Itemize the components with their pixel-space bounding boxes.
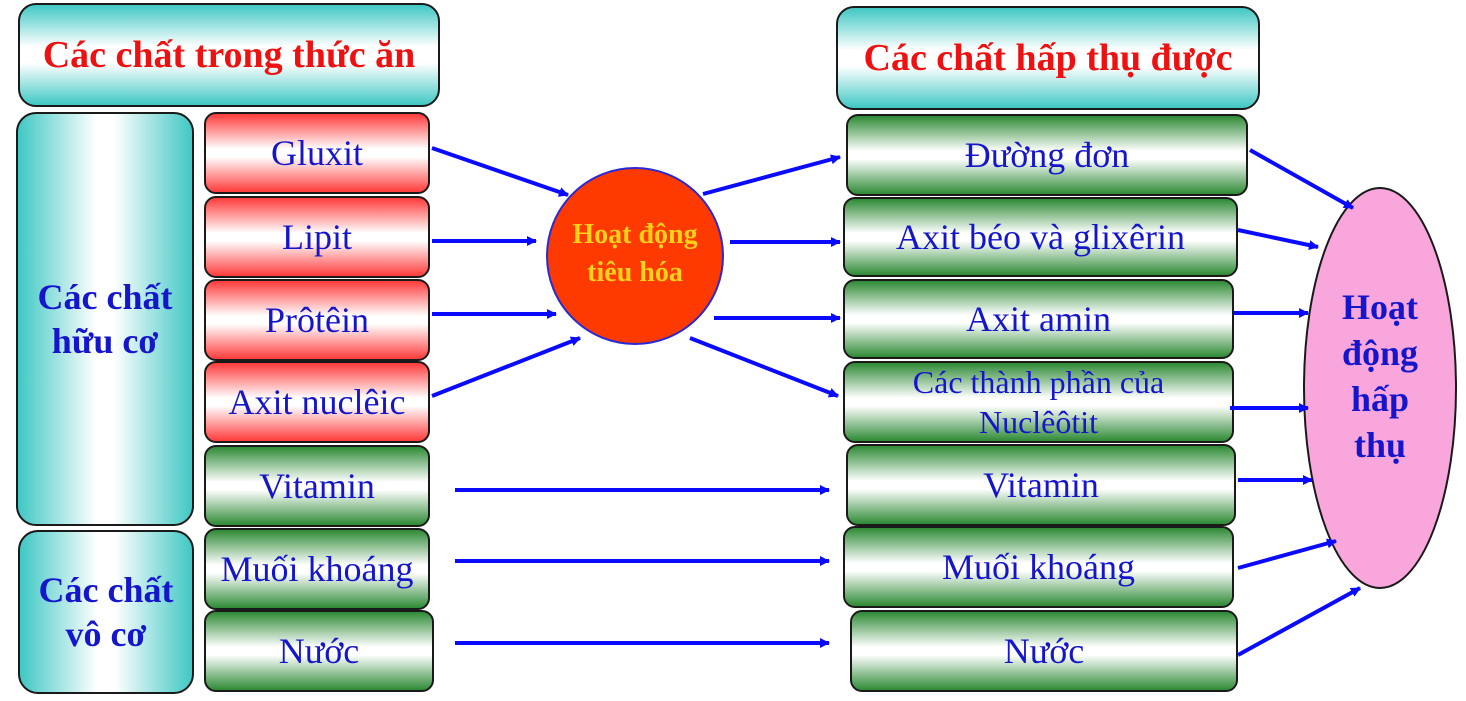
absorbed-item-water: Nước	[850, 610, 1238, 692]
absorbed-item-amino-acid: Axit amin	[843, 279, 1234, 359]
absorbed-item-label: Các thành phần của Nuclêôtit	[912, 364, 1165, 440]
arrow-sugar-to-absorption	[1249, 148, 1354, 210]
absorption-ellipse	[1303, 187, 1457, 589]
food-item-label: Muối khoáng	[220, 549, 414, 589]
food-item-mineral-salt: Muối khoáng	[204, 528, 430, 610]
absorbed-item-simple-sugar: Đường đơn	[846, 114, 1248, 196]
header-absorbed-substances: Các chất hấp thụ được	[836, 6, 1260, 110]
absorbed-item-label: Muối khoáng	[942, 547, 1135, 587]
arrow-gluxit-to-digestion	[431, 146, 569, 197]
food-item-label: Axit nuclêic	[228, 382, 406, 422]
absorbed-item-label: Đường đơn	[964, 135, 1130, 175]
arrow-mineral-salt-to-absorption	[1237, 538, 1337, 570]
group-inorganic: Các chất vô cơ	[18, 530, 194, 694]
food-item-vitamin: Vitamin	[204, 445, 430, 527]
absorption-label: Hoạt động hấp thụ	[1341, 287, 1419, 465]
arrow-nucleic-to-digestion	[431, 336, 581, 398]
digestion-label: Hoạt động tiêu hóa	[572, 219, 698, 288]
arrow-digestion-to-nucleotide	[689, 336, 839, 398]
absorbed-item-label: Vitamin	[983, 465, 1099, 505]
header-food-substances-label: Các chất trong thức ăn	[42, 34, 416, 76]
food-item-water: Nước	[204, 610, 434, 692]
header-food-substances: Các chất trong thức ăn	[18, 3, 440, 107]
absorbed-item-fatty-acid-glycerin: Axit béo và glixêrin	[843, 197, 1238, 277]
food-item-label: Prôtêin	[265, 300, 369, 340]
food-item-gluxit: Gluxit	[204, 112, 430, 194]
absorbed-item-label: Nước	[1003, 631, 1085, 671]
group-inorganic-label: Các chất vô cơ	[38, 570, 174, 654]
group-organic-label: Các chất hữu cơ	[37, 277, 173, 361]
arrow-water-to-absorption	[1237, 586, 1361, 657]
arrow-digestion-to-sugar	[702, 154, 841, 196]
food-item-label: Nước	[278, 631, 360, 671]
food-item-protein: Prôtêin	[204, 279, 430, 361]
absorbed-item-vitamin: Vitamin	[846, 444, 1236, 526]
food-item-label: Vitamin	[259, 466, 375, 506]
food-item-label: Lipit	[282, 217, 352, 257]
absorbed-item-nucleotide-components: Các thành phần của Nuclêôtit	[843, 361, 1234, 443]
food-item-lipit: Lipit	[204, 196, 430, 278]
digestion-circle	[546, 167, 724, 345]
food-item-nucleic-acid: Axit nuclêic	[204, 361, 430, 443]
header-absorbed-substances-label: Các chất hấp thụ được	[863, 37, 1233, 79]
arrow-fatty-acid-to-absorption	[1237, 228, 1319, 251]
absorbed-item-mineral-salt: Muối khoáng	[843, 526, 1234, 608]
food-item-label: Gluxit	[270, 133, 363, 173]
absorbed-item-label: Axit amin	[966, 299, 1111, 339]
group-organic: Các chất hữu cơ	[16, 112, 194, 526]
absorbed-item-label: Axit béo và glixêrin	[896, 217, 1185, 257]
